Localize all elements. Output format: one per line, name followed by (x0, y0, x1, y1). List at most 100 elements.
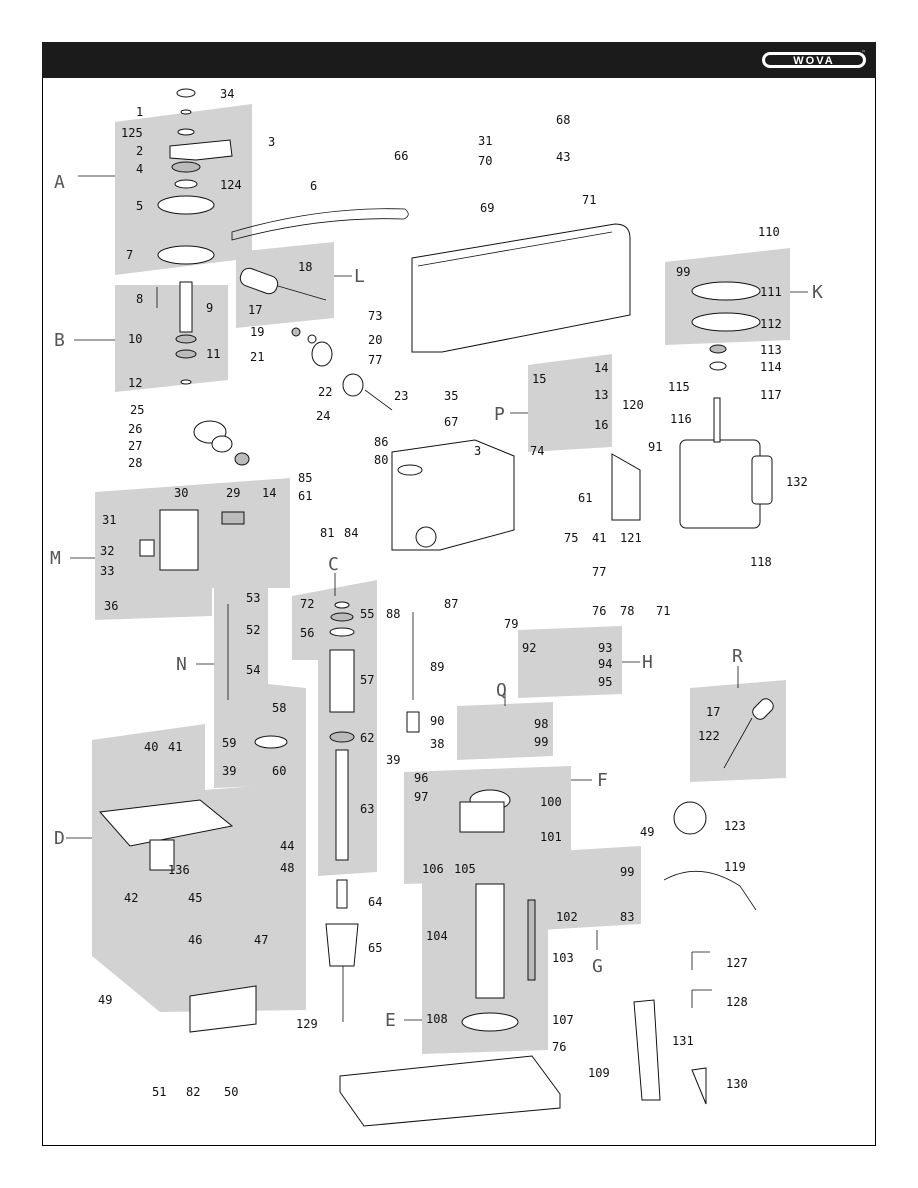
part-number-76: 76 (592, 604, 606, 618)
group-panels (92, 104, 790, 1054)
panel-q (457, 702, 553, 760)
part-number-94: 94 (598, 657, 612, 671)
part-114 (709, 361, 727, 371)
group-label-h: H (642, 652, 653, 673)
part-number-112: 112 (760, 317, 782, 331)
part-number-118: 118 (750, 555, 772, 569)
part-number-96: 96 (414, 771, 428, 785)
logo-text: WOVA (793, 55, 834, 67)
part-108-flange (461, 1012, 519, 1032)
part-128-hex-key (691, 989, 712, 1008)
part-number-28: 28 (128, 456, 142, 470)
part-number-81: 81 (320, 526, 334, 540)
part-4-bearing (171, 161, 201, 173)
part-number-36: 36 (104, 599, 118, 613)
part-number-61: 61 (298, 489, 312, 503)
group-label-g: G (592, 956, 603, 977)
part-number-93: 93 (598, 641, 612, 655)
panel-b (115, 285, 228, 392)
part-5-pulley (157, 195, 215, 215)
part-number-62: 62 (360, 731, 374, 745)
part-number-52: 52 (246, 623, 260, 637)
part-number-77b: 77 (592, 565, 606, 579)
part-56-washer (329, 627, 355, 637)
part-number-99c: 99 (620, 865, 634, 879)
part-131-wrench (633, 999, 661, 1101)
part-number-108: 108 (426, 1012, 448, 1026)
group-label-l: L (354, 266, 365, 287)
part-19 (291, 327, 301, 337)
part-number-99: 99 (676, 265, 690, 279)
part-number-45: 45 (188, 891, 202, 905)
part-72 (334, 601, 350, 609)
part-number-128: 128 (726, 995, 748, 1009)
part-number-72: 72 (300, 597, 314, 611)
part-number-46: 46 (188, 933, 202, 947)
part-109-base (339, 1055, 561, 1127)
part-112-pulley (691, 312, 761, 332)
part-number-59: 59 (222, 736, 236, 750)
panel-n (214, 576, 306, 788)
part-number-84: 84 (344, 526, 358, 540)
group-label-m: M (50, 548, 61, 569)
part-121-bracket (611, 453, 641, 521)
part-number-125: 125 (121, 126, 143, 140)
head-casting (391, 439, 515, 551)
part-number-76b: 76 (552, 1040, 566, 1054)
part-number-14b: 14 (262, 486, 276, 500)
motor-body (679, 439, 761, 529)
part-number-30: 30 (174, 486, 188, 500)
part-number-104: 104 (426, 929, 448, 943)
part-63-spindle (335, 749, 349, 861)
part-number-83: 83 (620, 910, 634, 924)
part-number-77: 77 (368, 353, 382, 367)
part-number-35: 35 (444, 389, 458, 403)
part-number-88: 88 (386, 607, 400, 621)
part-number-12: 12 (128, 376, 142, 390)
panel-c (292, 580, 377, 876)
part-number-127: 127 (726, 956, 748, 970)
part-number-38: 38 (430, 737, 444, 751)
part-number-63: 63 (360, 802, 374, 816)
part-number-99b: 99 (534, 735, 548, 749)
part-116-shaft (713, 397, 721, 443)
part-number-132: 132 (786, 475, 808, 489)
part-59-collar (254, 735, 288, 749)
part-number-44: 44 (280, 839, 294, 853)
part-number-39: 39 (222, 764, 236, 778)
part-103-rack (527, 899, 536, 981)
panel-g (541, 846, 641, 930)
part-10-bearing (175, 334, 197, 344)
part-number-24: 24 (316, 409, 330, 423)
part-number-64: 64 (368, 895, 382, 909)
part-21-hub (311, 341, 333, 367)
part-number-8: 8 (136, 292, 143, 306)
part-86-quill-boss (397, 464, 423, 476)
part-62-bearing (329, 731, 355, 743)
group-label-r: R (732, 646, 743, 667)
part-number-87: 87 (444, 597, 458, 611)
part-number-58: 58 (272, 701, 286, 715)
part-42-arm (149, 839, 175, 871)
part-number-82: 82 (186, 1085, 200, 1099)
panel-p (528, 354, 612, 452)
part-number-53: 53 (246, 591, 260, 605)
part-90 (406, 711, 420, 733)
header-bar (42, 42, 876, 78)
group-label-a: A (54, 172, 65, 193)
part-18-rod (277, 285, 327, 301)
part-number-15: 15 (532, 372, 546, 386)
part-57-quill (329, 649, 355, 713)
part-11-bearing (175, 349, 197, 359)
part-9-sleeve (179, 281, 193, 333)
part-number-103: 103 (552, 951, 574, 965)
part-number-57: 57 (360, 673, 374, 687)
part-124-ring (174, 179, 198, 189)
part-number-119: 119 (724, 860, 746, 874)
part-number-19: 19 (250, 325, 264, 339)
part-number-67: 67 (444, 415, 458, 429)
part-number-25: 25 (130, 403, 144, 417)
part-number-47: 47 (254, 933, 268, 947)
part-number-121: 121 (620, 531, 642, 545)
guard-lip (417, 231, 613, 267)
